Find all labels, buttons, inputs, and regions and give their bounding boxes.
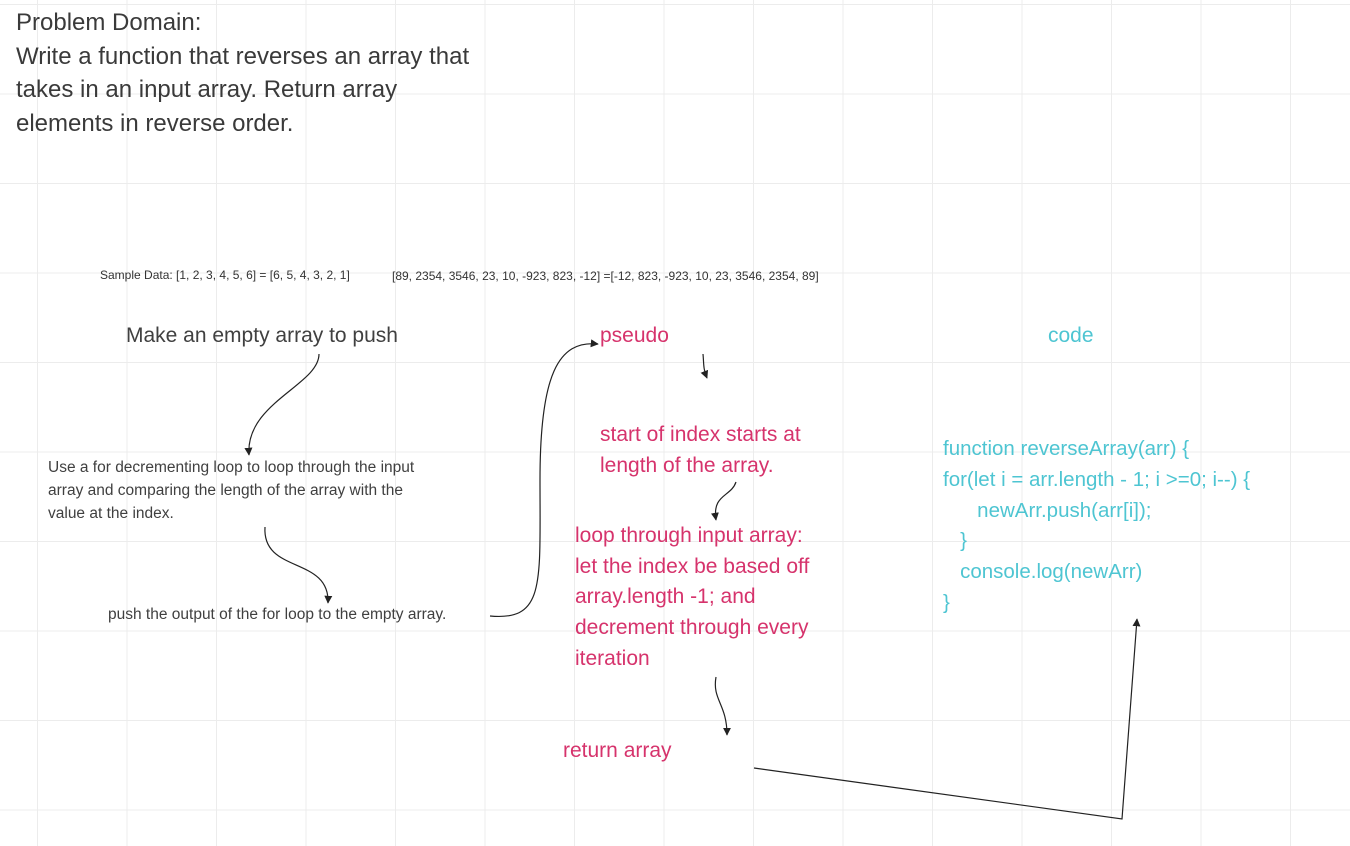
connector-index-to-loop[interactable] (710, 481, 737, 521)
code-line: console.log(newArr) (943, 560, 1143, 584)
loop-input-line: array.length -1; and (575, 585, 756, 609)
code-line: newArr.push(arr[i]); (943, 498, 1152, 522)
code-label[interactable]: code (1048, 324, 1094, 347)
loop-step-line: value at the index. (48, 505, 174, 522)
code-line: function reverseArray(arr) { (943, 437, 1190, 460)
loop-step[interactable]: Use a for decrementing loop to loop thro… (48, 456, 414, 525)
connector-empty-to-loop[interactable] (244, 353, 320, 456)
loop-input-line: loop through input array: (575, 524, 803, 547)
loop-step-line: array and comparing the length of the ar… (48, 482, 403, 499)
sample-data-note[interactable]: Sample Data: [1, 2, 3, 4, 5, 6] = [6, 5,… (100, 268, 350, 282)
connector-loop-to-push[interactable] (264, 526, 333, 604)
loop-input-line: let the index be based off (575, 554, 810, 578)
return-array-note[interactable]: return array (563, 739, 672, 762)
code-line: } (943, 590, 950, 614)
code-block[interactable]: function reverseArray(arr) { for(let i =… (943, 434, 1250, 619)
connector-push-to-pseudo[interactable] (489, 339, 599, 618)
index-start-line: length of the array. (600, 454, 774, 477)
problem-domain-note[interactable]: Problem Domain: Write a function that re… (16, 6, 469, 140)
loop-input-line: iteration (575, 646, 650, 670)
loop-input-note[interactable]: loop through input array: let the index … (575, 521, 809, 675)
connector-return-to-code[interactable] (753, 618, 1141, 820)
problem-line-3: elements in reverse order. (16, 109, 294, 137)
empty-array-step[interactable]: Make an empty array to push (126, 324, 398, 347)
index-start-note[interactable]: start of index starts at length of the a… (600, 419, 801, 481)
code-line: for(let i = arr.length - 1; i >=0; i--) … (943, 467, 1251, 491)
loop-step-line: Use a for decrementing loop to loop thro… (48, 459, 415, 476)
loop-input-line: decrement through every (575, 616, 809, 640)
code-line: } (943, 529, 967, 553)
sample-data-second-note[interactable]: [89, 2354, 3546, 23, 10, -923, 823, -12]… (392, 269, 819, 283)
connector-pseudo-to-index[interactable] (700, 353, 709, 379)
index-start-line: start of index starts at (600, 423, 801, 446)
problem-line-2: takes in an input array. Return array (16, 76, 398, 103)
problem-title: Problem Domain: (16, 9, 202, 36)
push-step[interactable]: push the output of the for loop to the e… (108, 606, 447, 623)
problem-line-1: Write a function that reverses an array … (16, 42, 470, 70)
connector-loop-to-return[interactable] (714, 676, 731, 736)
pseudo-label[interactable]: pseudo (600, 324, 669, 347)
